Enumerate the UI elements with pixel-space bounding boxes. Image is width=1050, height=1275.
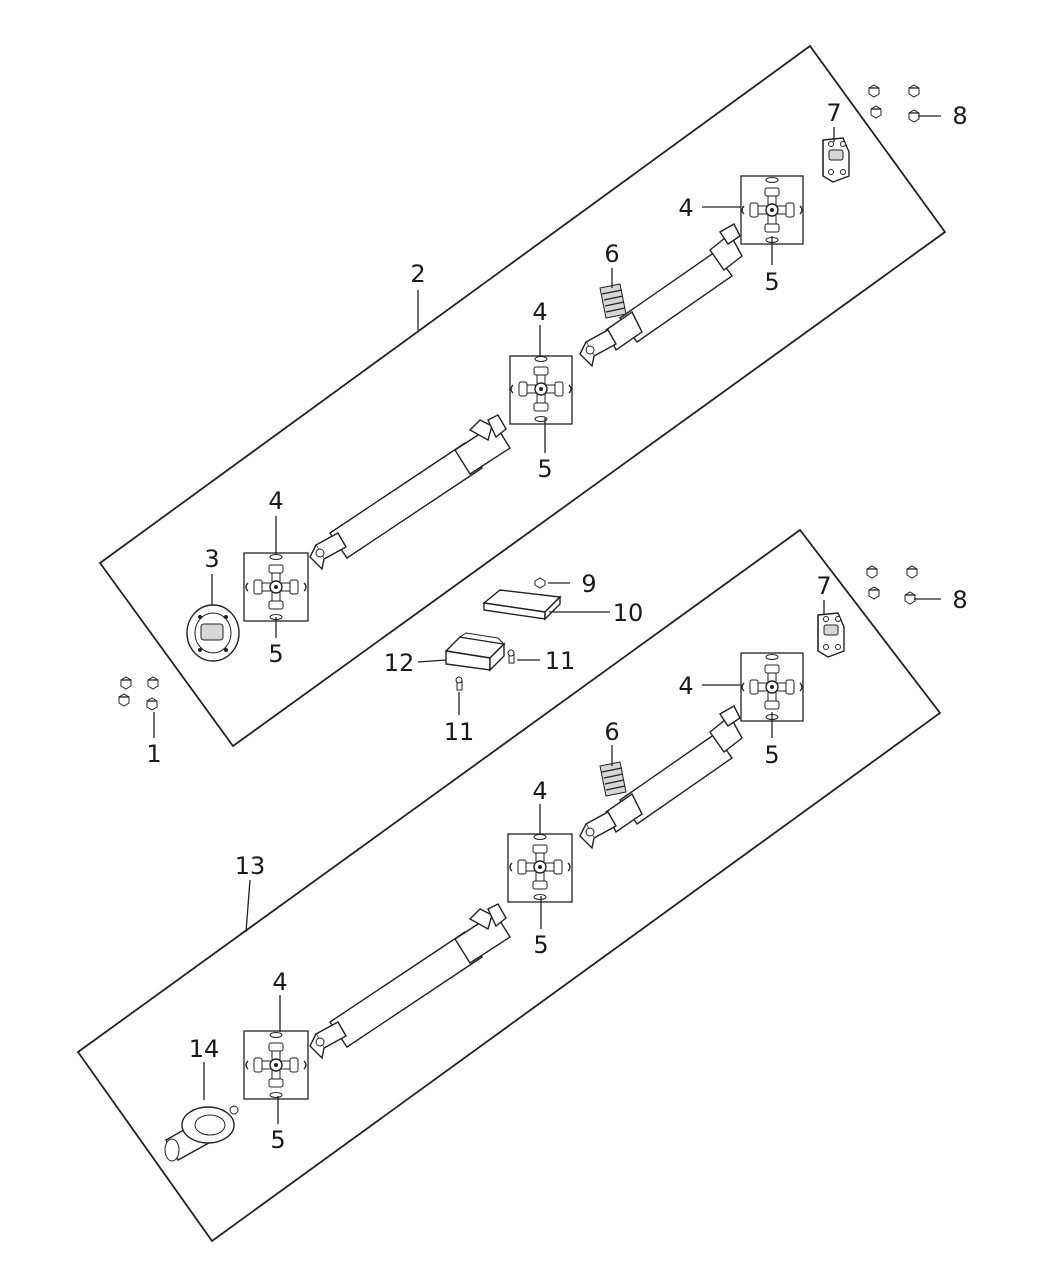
callout-ujoint-upper-center: 4 bbox=[532, 298, 547, 326]
callout-ujoint-lower-center: 4 bbox=[532, 777, 547, 805]
callout-snap-lower-front: 5 bbox=[764, 741, 779, 769]
lower-rear-shaft bbox=[309, 903, 511, 1059]
screw-icon-bottom bbox=[455, 676, 463, 691]
upper-ujoint-box-center bbox=[509, 355, 573, 425]
upper-front-shaft bbox=[579, 223, 743, 367]
callout-bolts-upper: 8 bbox=[952, 102, 967, 130]
callout-snap-lower-rear: 5 bbox=[270, 1126, 285, 1154]
callout-slip-yoke: 14 bbox=[189, 1035, 220, 1063]
upper-ujoint-box-rear bbox=[243, 552, 309, 622]
callout-snap-upper-rear: 5 bbox=[268, 640, 283, 668]
callout-nut: 9 bbox=[581, 570, 596, 598]
heat-shield-icon bbox=[482, 589, 562, 621]
callout-damper: 3 bbox=[204, 545, 219, 573]
nut-icon bbox=[534, 577, 546, 589]
damper-icon bbox=[186, 604, 240, 662]
callout-bolts-left: 1 bbox=[146, 740, 161, 768]
upper-assembly-outline bbox=[98, 44, 947, 748]
callout-flange-upper: 7 bbox=[826, 99, 841, 127]
lower-assembly-outline bbox=[76, 528, 942, 1243]
upper-ujoint-box-front bbox=[740, 175, 804, 245]
callout-boot-lower: 6 bbox=[604, 718, 619, 746]
callout-snap-upper-center: 5 bbox=[537, 455, 552, 483]
callout-boot-upper: 6 bbox=[604, 240, 619, 268]
center-loose-parts: 1 9 10 12 11 bbox=[118, 570, 644, 768]
lower-ujoint-box-rear bbox=[243, 1030, 309, 1100]
upper-rear-shaft bbox=[309, 414, 511, 570]
callout-assembly-upper: 2 bbox=[410, 260, 425, 288]
screw-icon-right bbox=[507, 649, 515, 664]
callout-flange-lower: 7 bbox=[816, 572, 831, 600]
callout-screw-bottom: 11 bbox=[444, 718, 475, 746]
callout-bolts-lower: 8 bbox=[952, 586, 967, 614]
lower-bolts-icon bbox=[866, 565, 918, 605]
callout-ujoint-upper-rear: 4 bbox=[268, 487, 283, 515]
callout-screw-right: 11 bbox=[545, 647, 576, 675]
slip-yoke-icon bbox=[164, 1105, 239, 1162]
lower-ujoint-box-center bbox=[507, 833, 573, 903]
lower-boot-icon bbox=[599, 761, 627, 797]
callout-ujoint-upper-front: 4 bbox=[678, 194, 693, 222]
callout-assembly-lower: 13 bbox=[235, 852, 266, 880]
lower-driveshaft-assembly: 13 14 4 5 4 5 6 4 5 7 8 bbox=[76, 528, 968, 1243]
upper-driveshaft-assembly: 2 3 4 5 4 5 6 4 5 7 8 bbox=[98, 44, 968, 748]
lower-ujoint-box-front bbox=[740, 652, 804, 722]
left-bolts-icon bbox=[118, 676, 159, 711]
callout-snap-upper-front: 5 bbox=[764, 268, 779, 296]
callout-ujoint-lower-front: 4 bbox=[678, 672, 693, 700]
upper-bolts-icon bbox=[868, 84, 920, 123]
callout-shield: 10 bbox=[613, 599, 644, 627]
callout-snap-lower-center: 5 bbox=[533, 931, 548, 959]
upper-boot-icon bbox=[599, 283, 627, 319]
callout-bracket: 12 bbox=[384, 649, 415, 677]
lower-flange-icon bbox=[817, 612, 845, 658]
upper-flange-icon bbox=[822, 137, 850, 183]
callout-ujoint-lower-rear: 4 bbox=[272, 968, 287, 996]
lower-front-shaft bbox=[579, 705, 743, 849]
bracket-icon bbox=[444, 632, 506, 672]
